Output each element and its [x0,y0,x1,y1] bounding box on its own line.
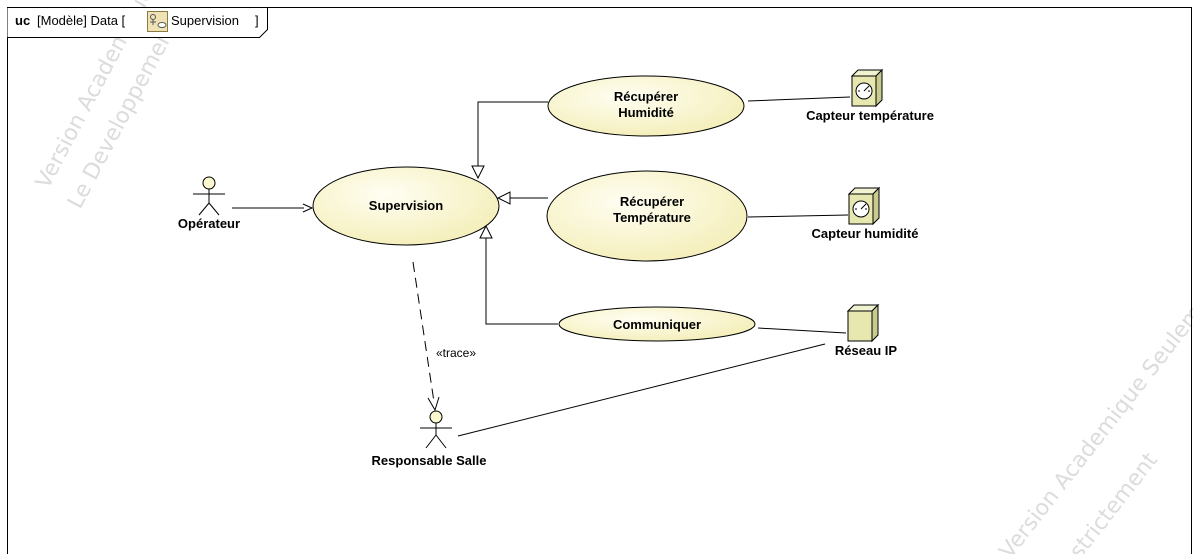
use-case-recuperer-temperature-label-2: Température [613,210,691,225]
actor-stick-figure-icon [420,410,452,449]
trace-stereotype: «trace» [436,346,476,360]
node-reseau-ip[interactable]: Réseau IP [835,303,897,358]
trace-arrowhead [427,396,440,412]
generalization-communiquer [485,238,558,325]
generalization-arrowhead-temperature [496,191,511,205]
node-capteur-temperature[interactable]: Capteur température [806,68,934,123]
sensor-gauge-icon [847,186,881,226]
use-case-recuperer-humidite-label-2: Humidité [618,105,674,120]
frame-tab-kind: uc [15,13,30,28]
node-capteur-temperature-label: Capteur température [806,108,934,123]
generalization-humidite [477,101,548,166]
association-humidite-capteur [747,96,851,102]
sensor-gauge-icon [850,68,884,108]
node-reseau-ip-label: Réseau IP [835,343,897,358]
use-case-recuperer-humidite[interactable]: Récupérer Humidité [547,75,745,137]
use-case-recuperer-temperature[interactable]: Récupérer Température [546,170,748,262]
use-case-recuperer-temperature-label-1: Récupérer [620,194,684,209]
use-case-communiquer[interactable]: Communiquer [558,306,756,342]
trace-dependency [412,261,435,403]
node-capteur-humidite[interactable]: Capteur humidité [812,186,919,241]
association-communiquer-reseau [757,327,847,334]
association-temperature-capteur [747,214,849,218]
use-case-supervision-label: Supervision [369,198,443,213]
association-arrowhead [302,203,314,213]
frame-tab-suffix: ] [255,13,259,28]
use-case-recuperer-humidite-label-1: Récupérer [614,89,678,104]
use-case-diagram-icon [147,11,168,32]
actor-stick-figure-icon [193,176,225,216]
generalization-arrowhead-humidite [471,165,485,180]
frame-tab-name: Supervision [171,13,239,28]
frame-tab-prefix: [Modèle] Data [ [37,13,126,28]
actor-responsable-salle-label: Responsable Salle [372,453,487,468]
actor-operateur-label: Opérateur [178,216,240,231]
association-responsable-reseau [457,343,826,437]
actor-operateur[interactable]: Opérateur [178,176,240,231]
frame-tab [7,7,268,38]
use-case-communiquer-label: Communiquer [613,317,701,332]
generalization-arrowhead-communiquer [479,224,493,239]
node-capteur-humidite-label: Capteur humidité [812,226,919,241]
diagram-frame [7,7,1192,554]
use-case-supervision[interactable]: Supervision [312,166,500,246]
actor-responsable-salle[interactable]: Responsable Salle [372,410,487,468]
network-node-icon [846,303,880,343]
